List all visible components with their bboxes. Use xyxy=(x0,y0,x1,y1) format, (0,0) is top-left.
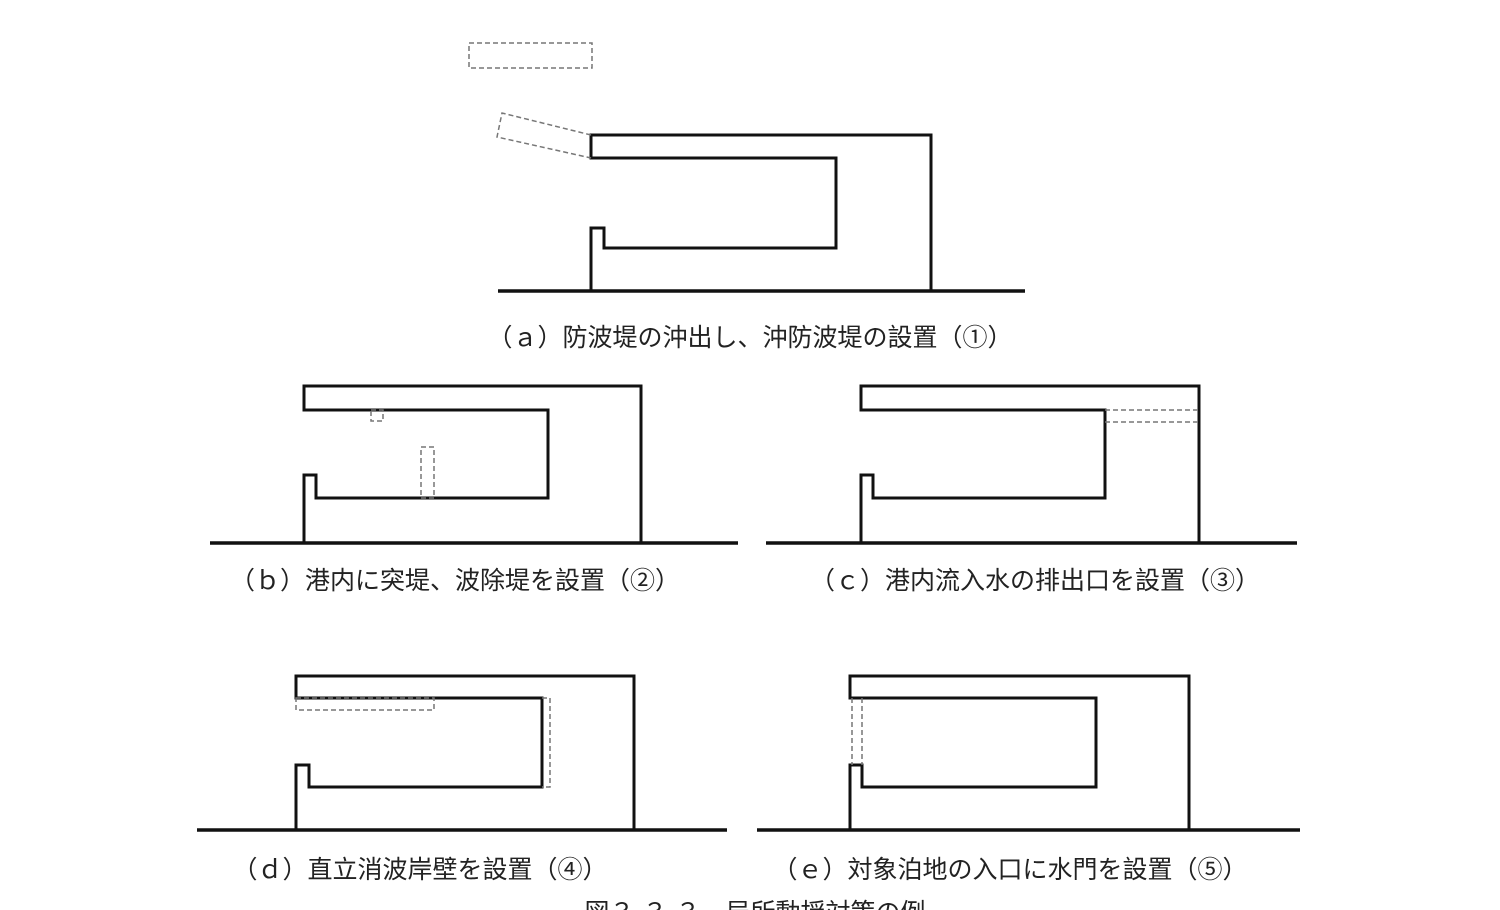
diagram-d: （ｄ）直立消波岸壁を設置（④） xyxy=(197,674,727,884)
jetty-proposed xyxy=(370,409,384,422)
diagram-e: （ｅ）対象泊地の入口に水門を設置（⑤） xyxy=(757,674,1300,884)
diagram-a: （ａ）防波堤の沖出し、沖防波堤の設置（①） xyxy=(468,42,1025,352)
wave-absorbing-quay-proposed xyxy=(542,697,551,788)
figure-caption: 図３.３.３ 局所動揺対策の例 xyxy=(585,898,926,910)
diagram-b: （ｂ）港内に突堤、波除堤を設置（②） xyxy=(210,384,738,595)
diagram-c: （ｃ）港内流入水の排出口を設置（③） xyxy=(766,384,1297,595)
wave-barrier-proposed xyxy=(420,446,435,499)
caption-d: （ｄ）直立消波岸壁を設置（④） xyxy=(232,855,607,884)
harbor-breakwater xyxy=(859,384,1201,543)
harbor-breakwater xyxy=(294,674,636,830)
caption-c: （ｃ）港内流入水の排出口を設置（③） xyxy=(810,566,1260,595)
caption-a: （ａ）防波堤の沖出し、沖防波堤の設置（①） xyxy=(487,323,1012,352)
wave-absorbing-quay-proposed xyxy=(295,697,435,711)
harbor-breakwater xyxy=(589,133,933,291)
harbor-breakwater xyxy=(848,674,1191,830)
harbor-breakwater xyxy=(302,384,643,543)
breakwater-extension-proposed xyxy=(496,112,592,159)
caption-b: （ｂ）港内に突堤、波除堤を設置（②） xyxy=(230,566,680,595)
caption-e: （ｅ）対象泊地の入口に水門を設置（⑤） xyxy=(772,855,1247,884)
offshore-breakwater-proposed xyxy=(468,42,593,69)
